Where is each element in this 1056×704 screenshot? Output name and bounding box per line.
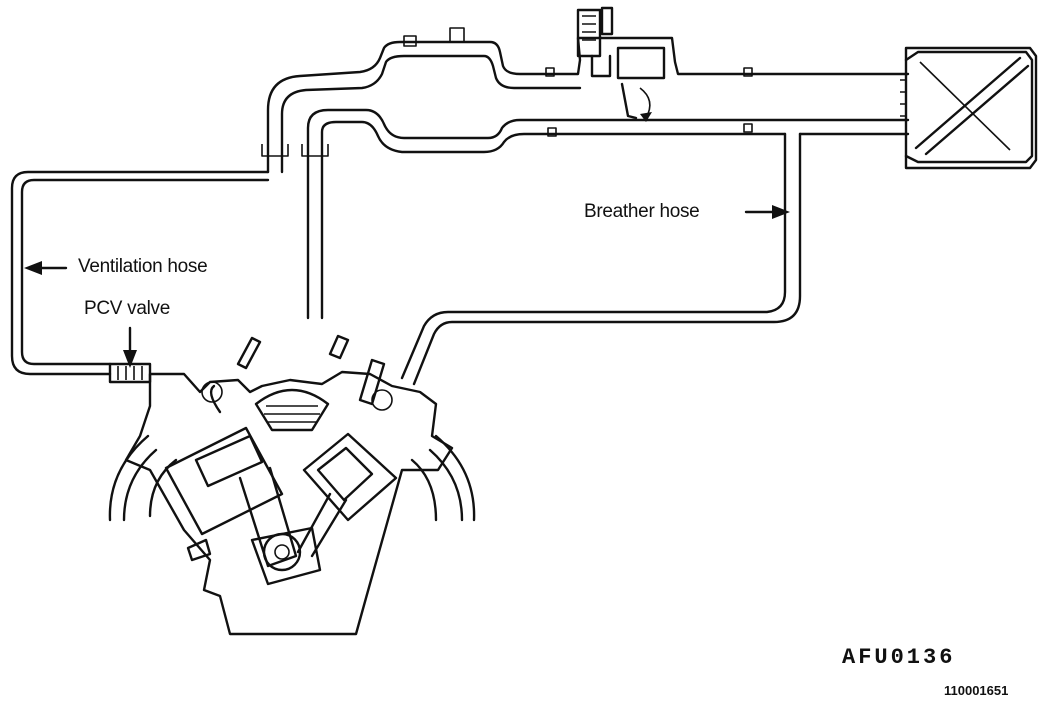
breather-hose — [400, 132, 802, 386]
figure-number: 110001651 — [944, 683, 1009, 698]
pcv-valve-label: PCV valve — [84, 298, 171, 319]
ventilation-hose — [10, 170, 270, 376]
arrow-down-icon — [123, 326, 137, 368]
arrow-right-icon — [744, 205, 790, 219]
engine — [108, 334, 476, 636]
figure-code: AFU0136 — [842, 645, 956, 670]
ventilation-hose-label: Ventilation hose — [78, 256, 208, 277]
air-cleaner — [900, 46, 1038, 170]
arrow-left-icon — [24, 261, 68, 275]
breather-hose-label: Breather hose — [584, 201, 700, 222]
intake-air-duct — [261, 27, 910, 320]
throttle-assembly — [576, 6, 666, 122]
